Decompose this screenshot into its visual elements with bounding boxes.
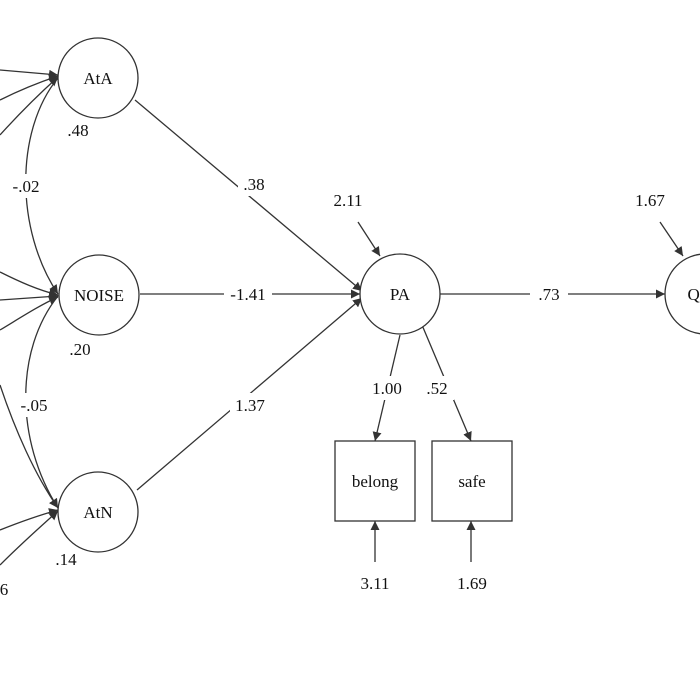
node-pa-label: PA (390, 285, 411, 304)
path-label-pa-belong: 1.00 (372, 379, 402, 398)
variance-label-belong: 3.11 (360, 574, 389, 593)
node-pa: PA (359, 253, 441, 335)
node-belong: belong (334, 440, 416, 522)
variance-label-atn: .14 (55, 550, 77, 569)
node-qol: QOL (664, 253, 700, 335)
variance-label-safe: 1.69 (457, 574, 487, 593)
variance-label-left-cut: 6 (0, 580, 8, 599)
cov-label-ata-noise: -.02 (13, 177, 40, 196)
variance-label-noise: .20 (69, 340, 90, 359)
node-safe: safe (431, 440, 513, 522)
node-atn: AtN (57, 471, 139, 553)
edge-left-to-atn-3 (0, 510, 59, 566)
node-belong-label: belong (352, 472, 399, 491)
node-qol-label: QOL (688, 285, 700, 304)
edge-left-to-ata-2 (0, 74, 59, 101)
node-ata: AtA (57, 37, 139, 119)
path-label-atn-pa: 1.37 (235, 396, 265, 415)
edge-left-to-noise-1 (0, 271, 59, 298)
edge-left-to-ata-3 (0, 76, 59, 136)
node-noise-label: NOISE (74, 286, 124, 305)
edge-left-to-ata-1 (0, 69, 59, 79)
variance-label-qol: 1.67 (635, 191, 665, 210)
path-label-pa-safe: .52 (426, 379, 447, 398)
residual-arrow-pa (357, 221, 381, 257)
path-label-noise-pa: -1.41 (230, 285, 265, 304)
variance-label-ata: .48 (67, 121, 88, 140)
left-incoming-edges (0, 69, 59, 566)
edge-left-to-noise-2 (0, 292, 59, 302)
node-atn-label: AtN (83, 503, 112, 522)
edge-left-to-atn-2 (0, 508, 59, 531)
node-noise: NOISE (58, 254, 140, 336)
path-label-ata-pa: .38 (243, 175, 264, 194)
cov-label-noise-atn: -.05 (21, 396, 48, 415)
path-label-pa-qol: .73 (538, 285, 559, 304)
node-ata-label: AtA (83, 69, 113, 88)
edge-left-to-noise-3 (0, 296, 59, 331)
node-safe-label: safe (458, 472, 485, 491)
residual-arrow-qol (659, 221, 684, 257)
variance-label-pa: 2.11 (333, 191, 362, 210)
